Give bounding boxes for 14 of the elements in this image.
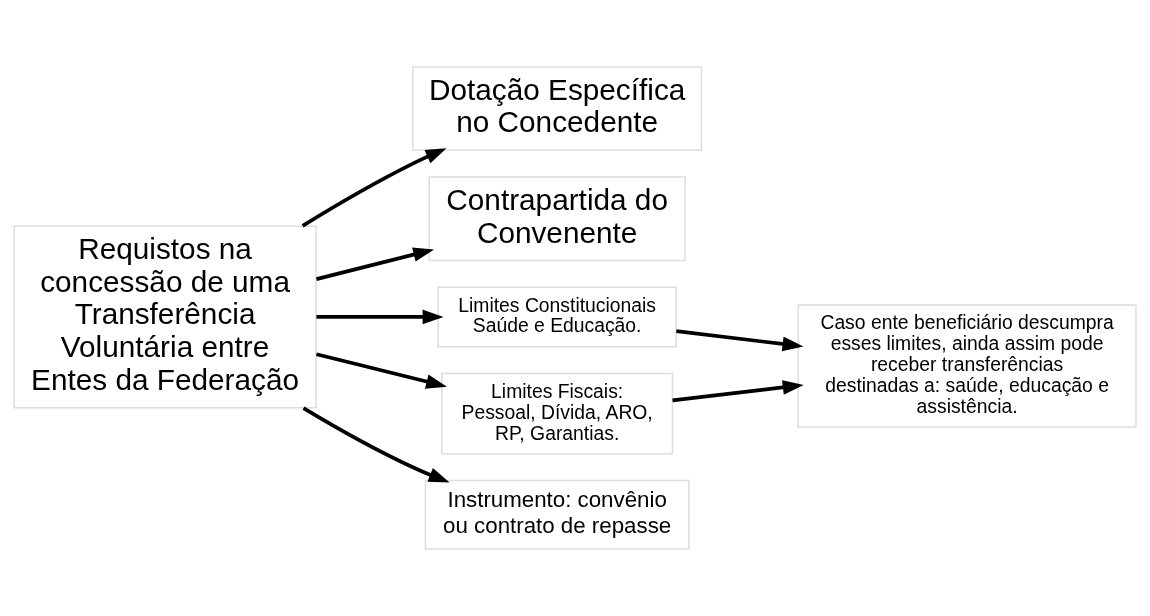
arrow [672, 380, 804, 403]
arrow [316, 247, 435, 281]
arrow [302, 406, 450, 483]
node-box: Limites Constitucionais Saúde e Educação. [437, 286, 677, 348]
arrow [301, 148, 447, 228]
node-box: Instrumento: convênio ou contrato de repasse [424, 479, 690, 550]
arrow [316, 309, 444, 325]
node-box: Dotação Específica no Concedente [412, 66, 703, 152]
node-box: Caso ente beneficiário descumpra esses limites, ainda assim pode receber transferências destinadas a: saúde, educação e assistência. [797, 304, 1137, 428]
node-box: Limites Fiscais: Pessoal, Dívida, ARO, RP, Garantias. [441, 372, 674, 455]
arrow [316, 352, 447, 389]
node-box: Contrapartida do Convenente [428, 176, 686, 262]
arrow [676, 329, 804, 352]
node-box: Requistos na concessão de uma Transferência Voluntária entre Entes da Federação [13, 225, 317, 409]
